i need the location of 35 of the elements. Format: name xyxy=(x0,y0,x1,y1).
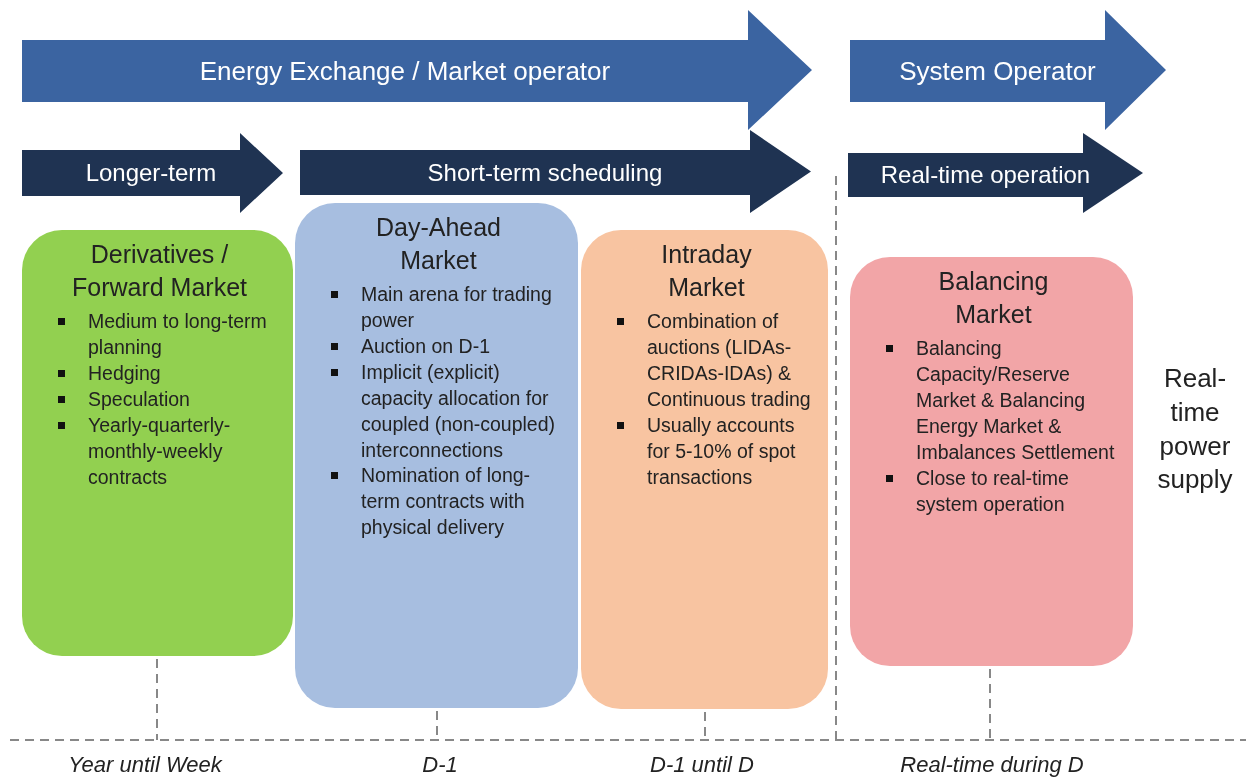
bullet-text: Usually accounts for 5-10% of spot transactions xyxy=(647,412,797,490)
bullet-text: Medium to long-term planning xyxy=(88,309,268,360)
timeline-label: D-1 until D xyxy=(650,752,754,778)
market-box xyxy=(22,230,293,656)
arrow-banner xyxy=(848,133,1143,213)
bullet-text: Hedging xyxy=(88,360,161,386)
box-title: Derivatives / Forward Market xyxy=(70,239,248,303)
box-title: Balancing Market xyxy=(937,266,1050,330)
arrow-label: Short-term scheduling xyxy=(426,157,664,188)
bullet-text: Main arena for trading power xyxy=(361,282,553,333)
arrow-banner xyxy=(850,10,1166,130)
bullet-text: Yearly-quarterly-monthly-weekly contracts xyxy=(88,412,232,490)
arrow-label: Energy Exchange / Market operator xyxy=(198,54,612,88)
market-box xyxy=(850,257,1133,666)
bullet-text: Auction on D-1 xyxy=(361,333,490,359)
arrow-label: Real-time operation xyxy=(879,160,1092,190)
bullet-text: Close to real-time system operation xyxy=(916,465,1070,517)
timeline-label: D-1 xyxy=(422,752,458,778)
bullet-text: Combination of auctions (LIDAs-CRIDAs-IDAs) & Continuous trading xyxy=(647,309,812,412)
arrow-banner xyxy=(22,133,283,213)
bullet-text: Implicit (explicit) capacity allocation for coupled (non-coupled) interconnections xyxy=(361,359,557,463)
timeline-label: Year until Week xyxy=(68,752,222,778)
timeline-label: Real-time during D xyxy=(900,752,1084,778)
bullet-text: Nomination of long-term contracts with physical delivery xyxy=(361,463,532,541)
arrow-banner xyxy=(300,130,811,213)
market-box xyxy=(581,230,828,709)
market-box xyxy=(295,203,578,708)
free-text: Real-time power supply xyxy=(1140,362,1246,498)
box-title: Intraday Market xyxy=(660,239,753,303)
bullet-text: Speculation xyxy=(88,386,190,412)
arrow-banner xyxy=(22,10,812,130)
bullet-text: Balancing Capacity/Reserve Market & Balancing Energy Market & Imbalances Settlement xyxy=(916,336,1116,465)
arrow-label: System Operator xyxy=(898,54,1097,88)
box-title: Day-Ahead Market xyxy=(374,212,503,276)
arrow-label: Longer-term xyxy=(84,158,218,188)
